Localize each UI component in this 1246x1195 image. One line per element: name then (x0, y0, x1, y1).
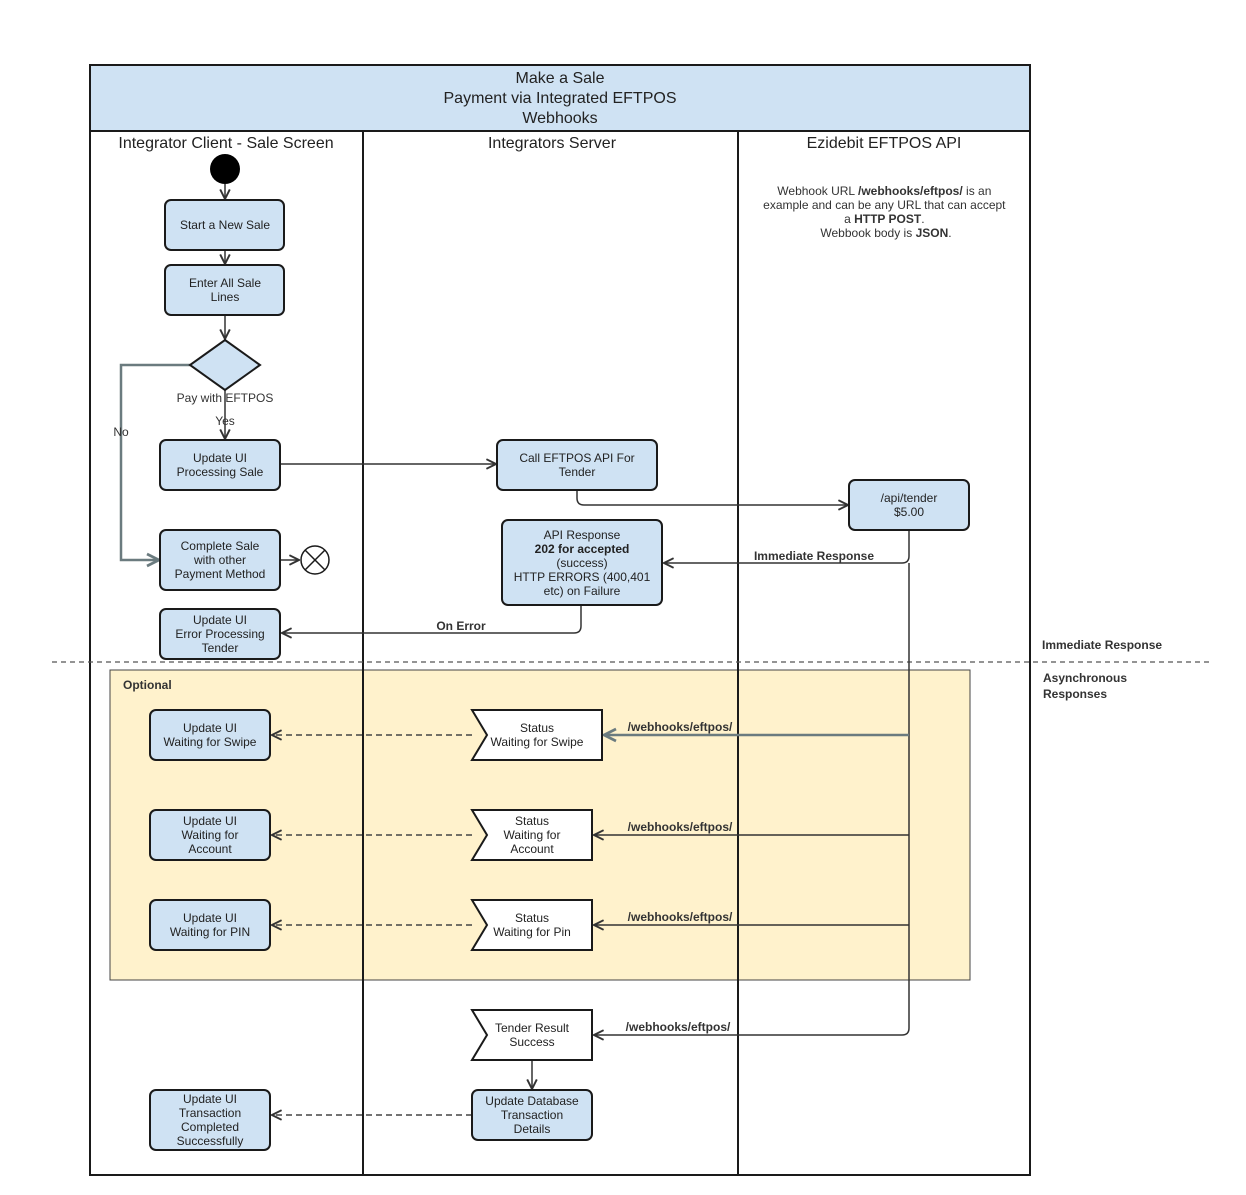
svg-text:202 for accepted: 202 for accepted (535, 542, 630, 556)
svg-text:Error Processing: Error Processing (175, 627, 264, 641)
svg-text:Update UI: Update UI (193, 451, 247, 465)
svg-text:/api/tender: /api/tender (881, 491, 938, 505)
diagram-title-line3: Webhooks (522, 110, 597, 127)
svg-text:Status: Status (515, 814, 549, 828)
edge-tender-immediate-response (664, 530, 910, 563)
svg-text:Status: Status (515, 911, 549, 925)
node-api-tender: /api/tender $5.00 (848, 479, 970, 531)
node-update-ui-error: Update UI Error Processing Tender (159, 608, 281, 660)
edge-label-webhook-3: /webhooks/eftpos/ (628, 910, 733, 924)
edge-label-webhook-2: /webhooks/eftpos/ (628, 820, 733, 834)
edge-label-webhook-4: /webhooks/eftpos/ (626, 1020, 731, 1034)
svg-text:Account: Account (188, 842, 232, 856)
edge-label-webhook-1: /webhooks/eftpos/ (628, 720, 733, 734)
node-update-ui-processing: Update UI Processing Sale (159, 439, 281, 491)
node-call-eftpos-api: Call EFTPOS API For Tender (496, 439, 658, 491)
node-status-waiting-account: Status Waiting for Account (470, 809, 593, 861)
svg-text:Waiting for: Waiting for (504, 828, 561, 842)
start-node (210, 154, 240, 184)
node-enter-sale-lines: Enter All Sale Lines (164, 264, 285, 316)
svg-text:Account: Account (510, 842, 554, 856)
svg-text:Tender: Tender (559, 465, 596, 479)
edge-call-api-to-tender (576, 490, 848, 505)
svg-text:HTTP ERRORS (400,401: HTTP ERRORS (400,401 (514, 570, 651, 584)
svg-text:(success): (success) (556, 556, 607, 570)
optional-label: Optional (123, 678, 172, 692)
node-ui-waiting-pin: Update UI Waiting for PIN (149, 899, 271, 951)
svg-text:Lines: Lines (211, 290, 240, 304)
svg-text:Update UI: Update UI (183, 721, 237, 735)
node-ui-waiting-account: Update UI Waiting for Account (149, 809, 271, 861)
svg-text:Transaction: Transaction (501, 1108, 563, 1122)
svg-text:Update UI: Update UI (183, 911, 237, 925)
node-status-waiting-pin: Status Waiting for Pin (470, 899, 593, 951)
svg-text:$5.00: $5.00 (894, 505, 924, 519)
edge-label-yes: Yes (215, 414, 235, 428)
edge-decision-no (119, 363, 190, 560)
svg-text:Waiting for PIN: Waiting for PIN (170, 925, 250, 939)
svg-text:Tender Result: Tender Result (495, 1021, 570, 1035)
zone-label-immediate: Immediate Response (1042, 638, 1162, 652)
diagram-title-line1: Make a Sale (516, 70, 605, 87)
node-api-response: API Response 202 for accepted (success) … (501, 519, 663, 606)
svg-text:Completed: Completed (181, 1120, 239, 1134)
node-complete-other-method: Complete Sale with other Payment Method (159, 529, 281, 591)
edge-webhook-result (594, 1027, 910, 1035)
svg-text:Update UI: Update UI (183, 814, 237, 828)
svg-text:Successfully: Successfully (177, 1134, 244, 1148)
edge-response-on-error (282, 606, 582, 633)
svg-text:Update UI: Update UI (183, 1092, 237, 1106)
svg-text:Status: Status (520, 721, 554, 735)
svg-text:Waiting for Swipe: Waiting for Swipe (164, 735, 257, 749)
zone-label-async-2: Responses (1043, 687, 1107, 701)
node-update-database: Update Database Transaction Details (471, 1089, 593, 1141)
svg-text:with other: with other (193, 553, 246, 567)
svg-text:etc) on Failure: etc) on Failure (544, 584, 621, 598)
svg-text:Waiting for: Waiting for (182, 828, 239, 842)
svg-text:Success: Success (509, 1035, 554, 1049)
node-status-waiting-swipe: Status Waiting for Swipe (470, 709, 603, 761)
edge-label-on-error: On Error (436, 619, 486, 633)
diagram-title-line2: Payment via Integrated EFTPOS (444, 90, 677, 107)
svg-text:Start a New Sale: Start a New Sale (180, 218, 270, 232)
node-start-sale: Start a New Sale (164, 199, 285, 251)
node-ui-waiting-swipe: Update UI Waiting for Swipe (149, 709, 271, 761)
pool-header (89, 64, 1031, 132)
node-ui-transaction-completed: Update UI Transaction Completed Successf… (149, 1089, 271, 1151)
decision-pay-with-eftpos (188, 338, 262, 392)
zone-label-async-1: Asynchronous (1043, 671, 1127, 685)
svg-text:Tender: Tender (202, 641, 239, 655)
svg-text:Processing Sale: Processing Sale (177, 465, 264, 479)
svg-text:Waiting for Pin: Waiting for Pin (493, 925, 571, 939)
svg-text:Call EFTPOS API For: Call EFTPOS API For (519, 451, 634, 465)
svg-text:Waiting for Swipe: Waiting for Swipe (491, 735, 584, 749)
lane-title-client: Integrator Client - Sale Screen (118, 135, 333, 152)
svg-text:Update UI: Update UI (193, 613, 247, 627)
svg-text:API Response: API Response (544, 528, 621, 542)
svg-text:Payment Method: Payment Method (175, 567, 266, 581)
lane-title-server: Integrators Server (488, 135, 617, 152)
end-node (300, 545, 330, 575)
svg-text:Complete Sale: Complete Sale (181, 539, 260, 553)
webhook-note: Webhook URL /webhooks/eftpos/ is an exam… (763, 184, 1009, 240)
svg-text:Transaction: Transaction (179, 1106, 241, 1120)
svg-text:Enter All Sale: Enter All Sale (189, 276, 261, 290)
edge-label-immediate-response: Immediate Response (754, 549, 874, 563)
decision-label: Pay with EFTPOS (177, 391, 274, 405)
node-tender-result-success: Tender Result Success (470, 1009, 593, 1061)
svg-text:Update Database: Update Database (485, 1094, 579, 1108)
edge-label-no: No (113, 425, 129, 439)
svg-text:Details: Details (514, 1122, 551, 1136)
lane-title-api: Ezidebit EFTPOS API (807, 135, 962, 152)
